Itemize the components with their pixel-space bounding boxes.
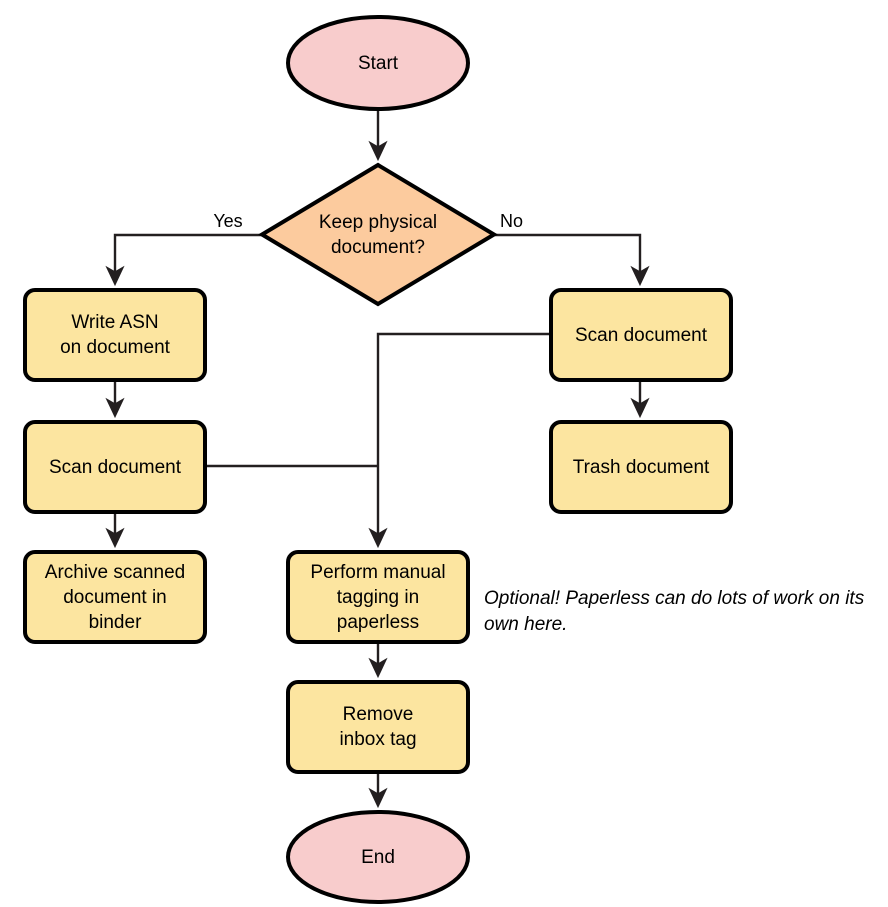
node-scan-document-right[interactable] xyxy=(549,288,733,382)
annotation-optional-note: Optional! Paperless can do lots of work … xyxy=(484,588,865,635)
node-write-asn[interactable] xyxy=(23,288,207,382)
edge-decision-yes xyxy=(105,233,262,287)
node-end[interactable] xyxy=(286,810,470,904)
edge-decision-no xyxy=(494,233,650,287)
node-start[interactable] xyxy=(286,15,470,111)
node-perform-manual-tagging[interactable] xyxy=(286,550,470,644)
node-scan-document-left[interactable] xyxy=(23,420,207,514)
node-archive-scanned-document[interactable] xyxy=(23,550,207,644)
node-remove-inbox-tag[interactable] xyxy=(286,680,470,774)
node-decision-keep-physical-document[interactable] xyxy=(258,162,498,307)
edge-scanright-tagging xyxy=(368,332,551,549)
node-trash-document[interactable] xyxy=(549,420,733,514)
